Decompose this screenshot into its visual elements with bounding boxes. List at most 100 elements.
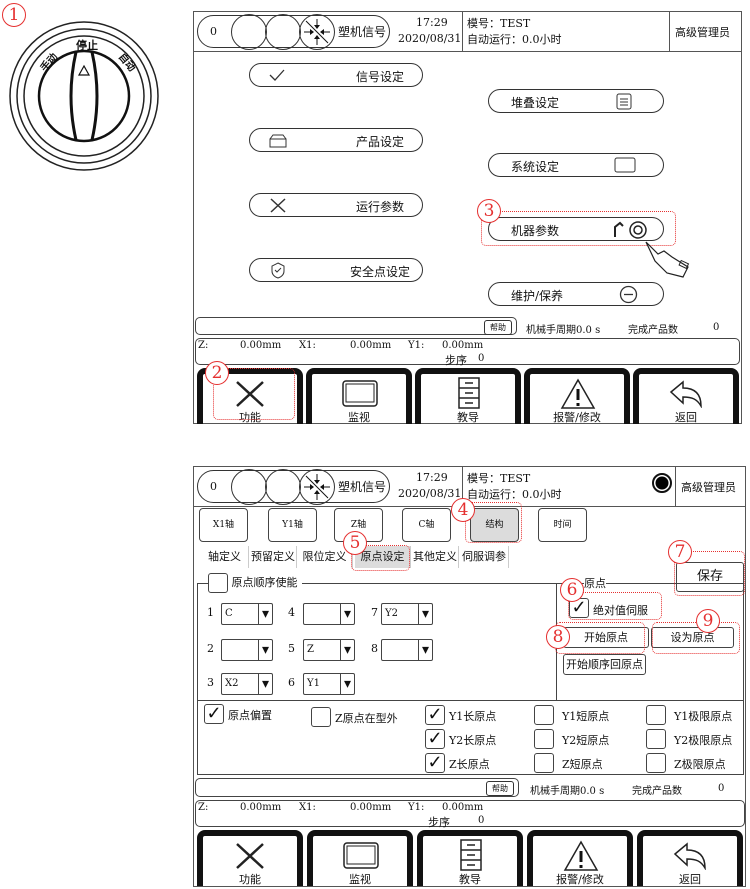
footer-label: 教导: [459, 873, 481, 886]
origin-option-label: Z原点在型外: [335, 712, 398, 725]
status-circle: [265, 14, 301, 50]
footer-function-button[interactable]: 功能: [197, 830, 303, 886]
origin-option-checkbox[interactable]: ✓: [425, 729, 445, 749]
slot-1-select[interactable]: C▾: [221, 603, 273, 625]
mold-number: 模号：TEST: [467, 472, 531, 485]
cycle-time: 机械手周期0.0 s: [526, 325, 601, 336]
footer-monitor-button[interactable]: 监视: [306, 368, 412, 424]
origin-option-checkbox[interactable]: ✓: [425, 753, 445, 773]
menu-stack-settings[interactable]: 堆叠设定: [488, 89, 664, 113]
chevron-down-icon: ▾: [258, 674, 272, 694]
origin-option-checkbox[interactable]: ✓: [204, 704, 224, 724]
tab-y1-axis[interactable]: Y1轴: [268, 508, 317, 542]
highlight-origin-settings: [351, 545, 410, 571]
menu-product-settings[interactable]: 产品设定: [249, 128, 423, 152]
start-sequence-origin-button[interactable]: 开始顺序回原点: [563, 654, 646, 675]
highlight-function: [213, 368, 295, 420]
menu-label: 信号设定: [356, 70, 405, 84]
mold-number: 模号：TEST: [467, 17, 531, 30]
footer-label: 返回: [675, 411, 697, 424]
menu-safety-point[interactable]: 安全点设定: [249, 258, 423, 282]
monitor-icon: [342, 380, 378, 407]
footer-label: 报警/修改: [553, 411, 601, 424]
subtab-axis-definition[interactable]: 轴定义: [201, 546, 249, 568]
origin-option-checkbox[interactable]: ✓: [425, 705, 445, 725]
tools-icon: [236, 843, 264, 869]
x1-value: 0.00mm: [350, 340, 392, 351]
subtab-other-definition[interactable]: 其他定义: [412, 546, 459, 568]
status-circle: [231, 469, 267, 505]
step-value: 0: [478, 815, 485, 826]
slot-5-select[interactable]: Z▾: [303, 639, 355, 661]
footer-monitor-button[interactable]: 监视: [307, 830, 413, 886]
slot-value: Y1: [307, 678, 320, 689]
x1-value: 0.00mm: [350, 802, 392, 813]
counter: 0: [210, 25, 217, 38]
slot-4-select[interactable]: ▾: [303, 603, 355, 625]
origin-option-checkbox[interactable]: [534, 753, 554, 773]
sequence-enable-checkbox[interactable]: [208, 573, 228, 593]
footer-alarm-button[interactable]: 报警/修改: [524, 368, 630, 424]
user-role[interactable]: 高级管理员: [675, 26, 730, 39]
save-button[interactable]: 保存: [676, 562, 744, 592]
menu-signal-settings[interactable]: 信号设定: [249, 63, 423, 87]
chevron-down-icon: ▾: [340, 604, 354, 624]
knob-icon: [9, 21, 159, 171]
help-button[interactable]: 帮助: [484, 320, 512, 335]
signal-status-pill[interactable]: 0 塑机信号: [197, 14, 390, 50]
mode-selector-knob[interactable]: 停止 手动 自动: [6, 18, 162, 174]
subtab-reserved-definition[interactable]: 预留定义: [250, 546, 297, 568]
signal-status-pill[interactable]: 0 塑机信号: [197, 469, 390, 505]
tab-time[interactable]: 时间: [538, 508, 587, 542]
footer-alarm-button[interactable]: 报警/修改: [527, 830, 633, 886]
clock-date: 2020/08/31: [398, 32, 462, 45]
slot-number: 5: [288, 642, 295, 655]
footer-teach-button[interactable]: 教导: [415, 368, 521, 424]
tab-c-axis[interactable]: C轴: [402, 508, 451, 542]
origin-option-checkbox[interactable]: [534, 705, 554, 725]
origin-option-checkbox[interactable]: [646, 705, 666, 725]
absolute-servo-label: 绝对值伺服: [593, 604, 648, 617]
origin-option-checkbox[interactable]: [646, 729, 666, 749]
slot-3-select[interactable]: X2▾: [221, 673, 273, 695]
footer-teach-button[interactable]: 教导: [417, 830, 523, 886]
slot-6-select[interactable]: Y1▾: [303, 673, 355, 695]
slot-value: C: [225, 608, 233, 619]
menu-system-settings[interactable]: 系统设定: [488, 153, 664, 177]
slot-7-select[interactable]: Y2▾: [381, 603, 433, 625]
slot-value: Z: [307, 644, 314, 655]
set-origin-button[interactable]: 设为原点: [651, 627, 734, 648]
help-button[interactable]: 帮助: [486, 781, 514, 796]
chevron-down-icon: ▾: [418, 604, 432, 624]
tab-structure[interactable]: 结构: [470, 508, 519, 542]
sequence-enable-label: 原点顺序使能: [231, 576, 298, 589]
origin-group-label: 原点: [584, 575, 606, 591]
menu-maintenance[interactable]: 维护/保养: [488, 282, 664, 306]
menu-label: 机器参数: [511, 224, 560, 238]
subtab-servo-tuning[interactable]: 伺服调参: [460, 546, 509, 568]
slot-number: 7: [371, 606, 378, 619]
subtab-origin-settings[interactable]: 原点设定: [355, 546, 411, 568]
origin-option-label: 原点偏置: [228, 709, 272, 722]
footer-function-button[interactable]: 功能: [197, 368, 303, 424]
origin-option-checkbox[interactable]: [534, 729, 554, 749]
subtab-limit-definition[interactable]: 限位定义: [297, 546, 353, 568]
annotation-9: 9: [696, 609, 720, 633]
slot-8-select[interactable]: ▾: [381, 639, 433, 661]
status-bar: 帮助: [195, 317, 517, 335]
slot-number: 6: [288, 676, 295, 689]
footer-back-button[interactable]: 返回: [633, 368, 739, 424]
footer-label: 返回: [679, 873, 701, 886]
menu-machine-parameters[interactable]: 机器参数: [488, 217, 664, 241]
user-role[interactable]: 高级管理员: [681, 481, 736, 494]
tab-x1-axis[interactable]: X1轴: [199, 508, 248, 542]
function-menu-screen: 0 塑机信号 17:29 2020/08/31 模号：TEST 自动运行：0.0…: [193, 11, 742, 424]
origin-option-checkbox[interactable]: [646, 753, 666, 773]
box-icon: [269, 134, 287, 148]
footer-back-button[interactable]: 返回: [637, 830, 743, 886]
origin-option-checkbox[interactable]: [311, 707, 331, 727]
origin-sequence-legend: 原点顺序使能: [208, 573, 302, 593]
menu-run-parameters[interactable]: 运行参数: [249, 193, 423, 217]
record-indicator-icon: [652, 473, 672, 493]
slot-2-select[interactable]: ▾: [221, 639, 273, 661]
